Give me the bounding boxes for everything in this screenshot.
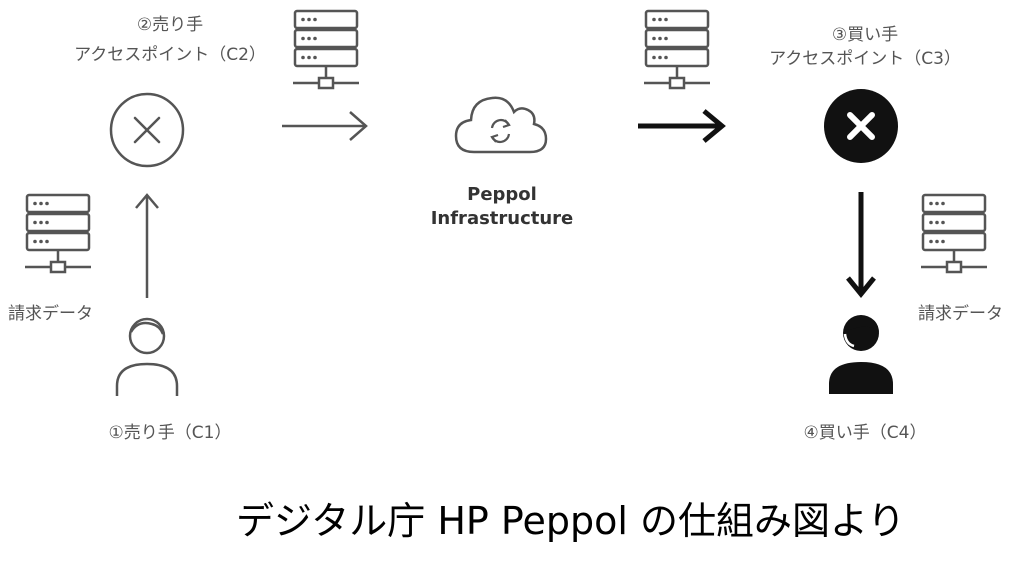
invoice-server-right-icon <box>918 192 990 278</box>
up-arrow-icon <box>132 190 162 300</box>
seller-label: ①売り手（C1） <box>108 423 232 443</box>
buyer-person-icon <box>826 308 896 396</box>
server-right-icon <box>641 8 713 94</box>
buyer-label: ④買い手（C4） <box>803 423 927 443</box>
seller-access-point-icon <box>107 90 187 170</box>
invoice-server-left-icon <box>22 192 94 278</box>
buyer-access-point-icon <box>821 86 901 166</box>
cloud-sync-icon <box>450 84 550 162</box>
right-arrow-thin-icon <box>280 106 372 146</box>
down-arrow-icon <box>845 190 877 300</box>
right-arrow-bold-icon <box>636 106 728 146</box>
server-left-icon <box>290 8 362 94</box>
invoice-data-left-label: 請求データ <box>8 304 93 324</box>
source-caption: デジタル庁 HP Peppol の仕組み図より <box>236 499 906 543</box>
infrastructure-subtitle: Infrastructure <box>430 208 574 229</box>
seller-access-point-subtitle: アクセスポイント（C2） <box>74 45 266 65</box>
seller-person-icon <box>112 312 182 398</box>
buyer-access-point-title: ③買い手 <box>831 25 899 45</box>
seller-access-point-title: ②売り手 <box>136 15 204 35</box>
buyer-access-point-subtitle: アクセスポイント（C3） <box>769 49 961 69</box>
invoice-data-right-label: 請求データ <box>918 304 1003 324</box>
infrastructure-title: Peppol <box>467 184 537 205</box>
